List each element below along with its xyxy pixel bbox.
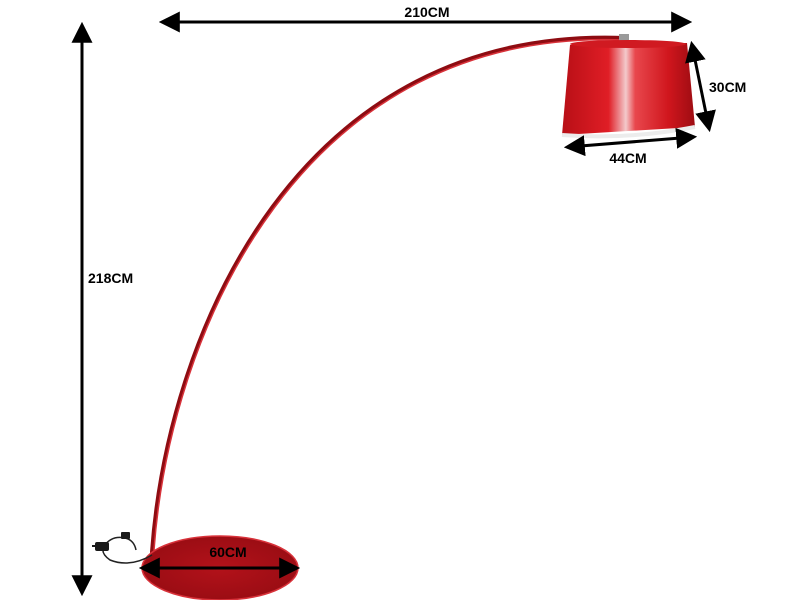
lamp-shade (561, 40, 696, 139)
shade-diameter-dimension-arrow (563, 127, 698, 157)
power-cord-switch (92, 532, 153, 564)
shade-height-dimension-arrow (685, 40, 716, 133)
lamp-arc-pole-highlight (153, 38, 626, 551)
shade-connector (619, 34, 629, 42)
width-dimension-label: 210CM (404, 4, 449, 20)
shade-diameter-dimension-label: 44CM (609, 150, 646, 166)
shade-height-dimension-label: 30CM (709, 79, 746, 95)
height-dimension-label: 218CM (88, 270, 133, 286)
lamp-arc-pole (150, 35, 627, 554)
base-diameter-dimension-label: 60CM (209, 544, 246, 560)
